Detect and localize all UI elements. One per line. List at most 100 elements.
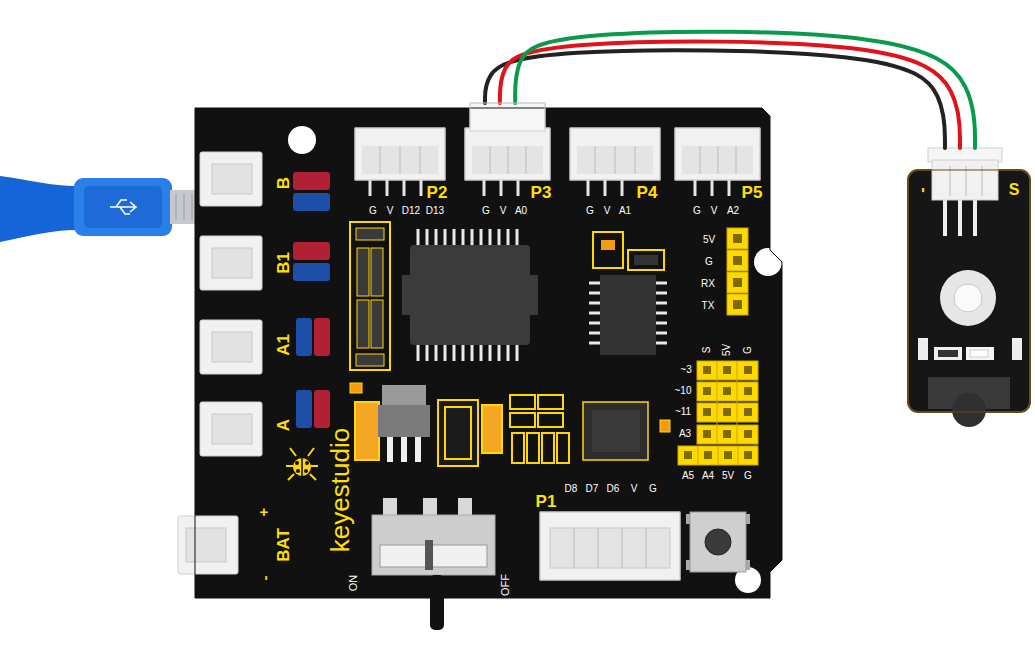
usb-symbol bbox=[110, 200, 136, 214]
smd-part bbox=[601, 240, 615, 250]
smd-part bbox=[510, 413, 535, 427]
node-outline bbox=[540, 512, 680, 580]
capacitor bbox=[296, 390, 312, 428]
pin-label: G bbox=[744, 471, 752, 481]
pin-label: 5V bbox=[703, 235, 715, 245]
pin-label: ~10 bbox=[675, 386, 692, 396]
connector-socket bbox=[212, 248, 252, 278]
node-outline bbox=[355, 128, 445, 180]
switch-label: OFF bbox=[500, 574, 511, 596]
pin-label: - bbox=[914, 187, 930, 192]
usb-plug bbox=[74, 178, 172, 236]
capacitor bbox=[293, 172, 330, 190]
resistor bbox=[356, 354, 384, 366]
pin-label: RX bbox=[701, 279, 715, 289]
port-label: A1 bbox=[275, 334, 292, 356]
pin-label: G bbox=[693, 206, 701, 216]
port-label: P4 bbox=[637, 184, 658, 201]
capacitor bbox=[296, 318, 312, 356]
usb-tip-lines bbox=[176, 194, 192, 220]
port-label: A bbox=[275, 419, 292, 431]
pin-label: ~11 bbox=[675, 407, 691, 417]
battery-label: BAT bbox=[275, 528, 292, 562]
port-connector: P5 bbox=[675, 128, 760, 180]
regulator bbox=[378, 405, 430, 437]
smd-part bbox=[510, 395, 535, 409]
connector-socket bbox=[212, 414, 252, 444]
resistor-body bbox=[938, 350, 958, 357]
pin-label: G bbox=[705, 257, 713, 267]
resistor bbox=[357, 248, 369, 296]
smd-part bbox=[542, 433, 554, 463]
capacitor bbox=[293, 242, 330, 260]
usb-cable bbox=[0, 176, 76, 242]
inductor-core bbox=[445, 407, 471, 459]
power-chip-outline bbox=[583, 402, 648, 460]
resistor bbox=[934, 347, 962, 360]
ir-receiver-module: -S bbox=[908, 148, 1030, 412]
led-ring bbox=[940, 270, 996, 326]
pin-label: 5V bbox=[722, 344, 732, 356]
logic-chip bbox=[600, 275, 656, 355]
reset-button bbox=[690, 512, 746, 572]
button-cap bbox=[705, 529, 731, 555]
capacitor bbox=[314, 390, 330, 428]
smd-part bbox=[538, 395, 563, 409]
smd-part bbox=[538, 413, 563, 427]
pin-label: V bbox=[604, 206, 611, 216]
pin-label: D13 bbox=[426, 206, 444, 216]
port-connector: P1 bbox=[540, 512, 680, 580]
jumper-wire bbox=[500, 42, 960, 148]
led bbox=[966, 347, 994, 360]
logo-dots bbox=[295, 461, 309, 473]
port-housing bbox=[570, 128, 660, 180]
logo-line bbox=[301, 458, 303, 476]
pin-label: A0 bbox=[515, 206, 527, 216]
module-board bbox=[908, 170, 1030, 412]
polarity-mark: - bbox=[257, 576, 272, 581]
power-chip bbox=[592, 410, 640, 452]
smd-part bbox=[628, 250, 664, 270]
pin-label: G bbox=[482, 206, 490, 216]
node-border bbox=[540, 512, 680, 580]
port-pins bbox=[695, 180, 729, 196]
pin-label: D8 bbox=[565, 484, 578, 494]
pin-label: S bbox=[1009, 182, 1020, 198]
node-border bbox=[675, 128, 760, 180]
port-connector: P4 bbox=[570, 128, 660, 180]
port-socket bbox=[362, 146, 438, 174]
port-ribs bbox=[700, 146, 736, 174]
pin-label: G bbox=[369, 206, 377, 216]
port-connector: P3 bbox=[465, 103, 550, 180]
node-outline bbox=[675, 128, 760, 180]
pin-core bbox=[684, 366, 752, 459]
module-pins bbox=[945, 200, 975, 236]
polarity-mark: + bbox=[260, 504, 269, 519]
jumper-wire bbox=[515, 32, 975, 148]
port-socket bbox=[550, 528, 670, 568]
pin-label: S bbox=[702, 347, 712, 354]
driver-chip bbox=[410, 245, 530, 345]
mounting-hole bbox=[754, 248, 782, 276]
connector-socket bbox=[212, 164, 252, 194]
smd-part bbox=[660, 420, 670, 432]
resistor bbox=[371, 248, 383, 296]
smd-part bbox=[593, 232, 623, 268]
switch-actuator bbox=[430, 575, 444, 630]
header-pin-core bbox=[733, 234, 742, 309]
pin-label: TX bbox=[702, 301, 715, 311]
node-outline bbox=[570, 128, 660, 180]
port-label: P5 bbox=[742, 184, 763, 201]
regulator-legs bbox=[390, 437, 418, 462]
usb-metal-tip bbox=[170, 190, 198, 224]
port-housing bbox=[540, 512, 680, 580]
port-label: P1 bbox=[536, 493, 557, 510]
led-body bbox=[970, 350, 988, 357]
port-pins bbox=[370, 180, 421, 196]
port-socket bbox=[682, 146, 753, 174]
inductor bbox=[438, 400, 478, 466]
pin-label: G bbox=[743, 346, 753, 354]
node-border bbox=[355, 128, 445, 180]
